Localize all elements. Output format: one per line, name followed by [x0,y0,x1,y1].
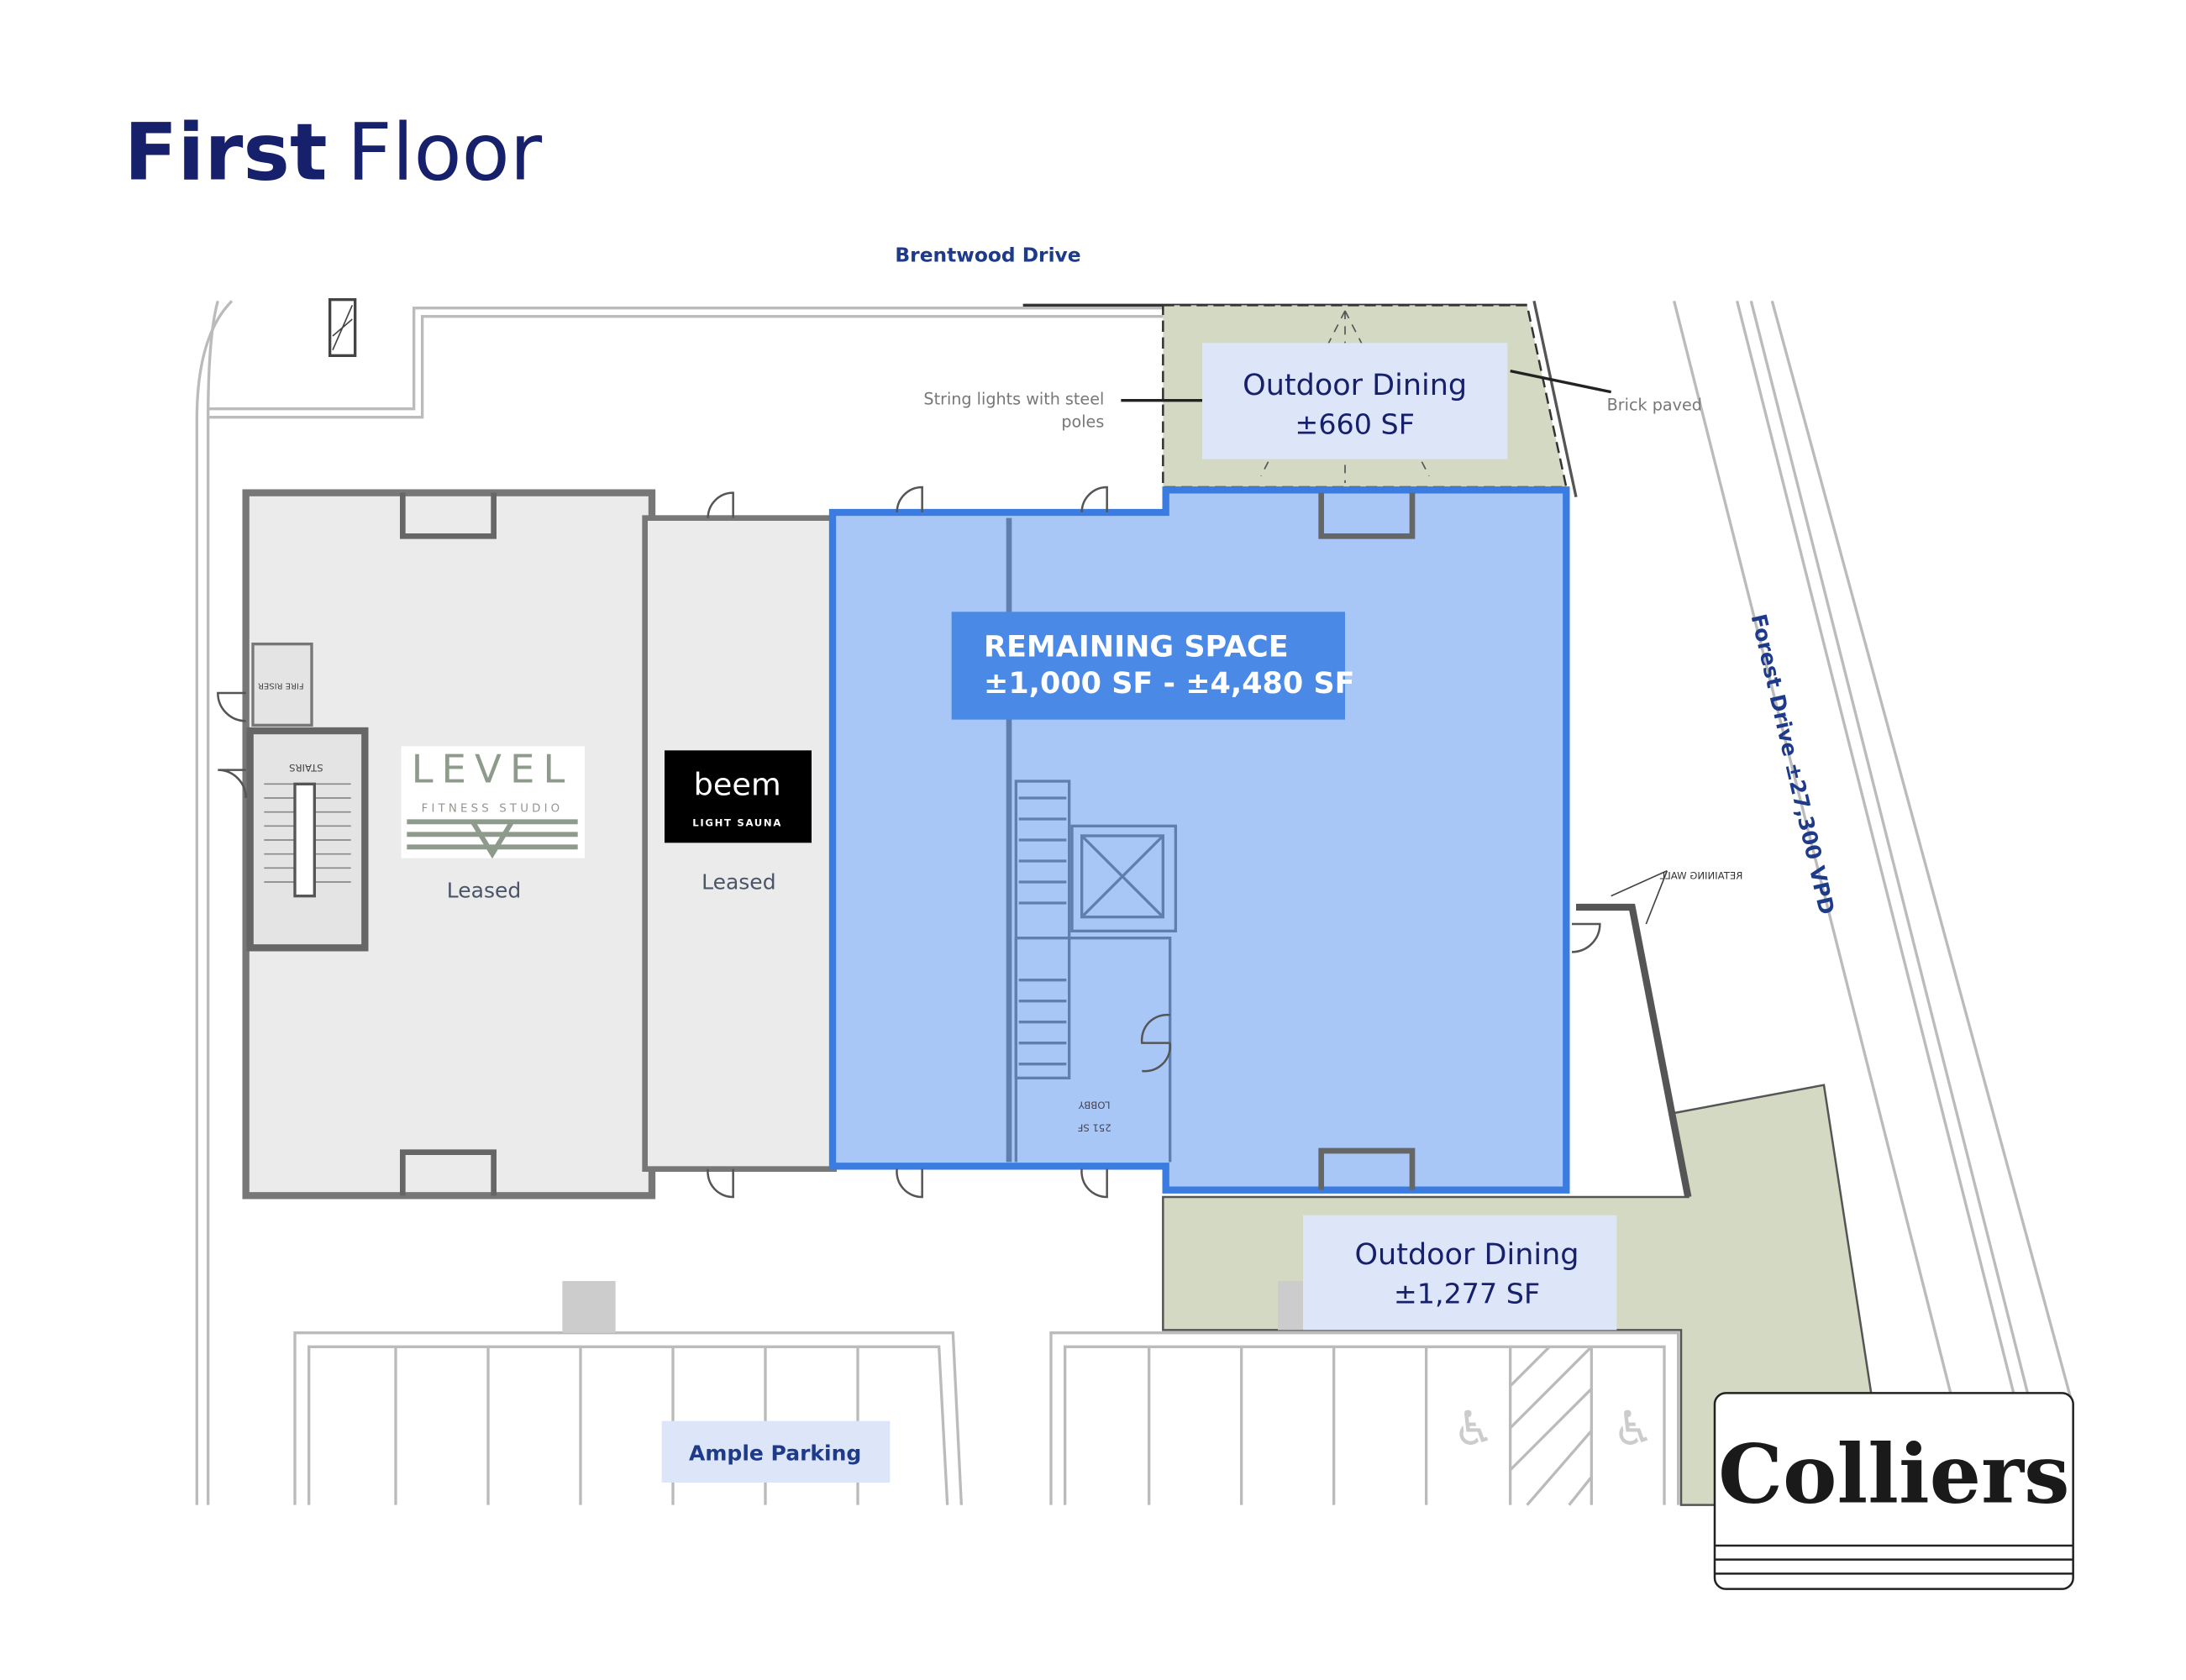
stairs-label: STAIRS [289,762,323,774]
vestibules [400,492,1416,1196]
colliers-logo: Colliers [1713,1392,2074,1590]
string-lights-note-2: poles [1061,412,1104,431]
parking-lot [293,1331,1680,1506]
outdoor-dining-south-area-text: ±1,277 SF [1394,1278,1540,1310]
accessible-parking-icon: ♿ [1453,1401,1495,1457]
ample-parking-text: Ample Parking [689,1441,861,1465]
outdoor-dining-south-title: Outdoor Dining [1355,1238,1579,1272]
leader-line [1510,370,1612,394]
leader-line [1611,869,1668,925]
outdoor-dining-north-label [1202,343,1508,459]
beem-logo-name: beem [694,767,781,803]
hatch [332,304,354,351]
lobby-sf: 251 SF [1077,1121,1111,1133]
level-logo-subtitle: FITNESS STUDIO [422,803,564,816]
column [562,1281,616,1333]
outdoor-dining-north-area-text: ±660 SF [1295,408,1414,441]
brick-paved-note: Brick paved [1607,395,1702,414]
string-lights-note: String lights with steel [923,390,1104,409]
riser-room [251,643,313,727]
beem-suite [642,515,838,1172]
street-label-north: Brentwood Drive [895,244,1080,267]
colliers-wordmark: Colliers [1718,1425,2069,1521]
door-swings [217,486,1601,1199]
remaining-space-size: ±1,000 SF - ±4,480 SF [984,667,1355,701]
remaining-space-label [951,612,1345,720]
lobby-label: LOBBY [1078,1100,1111,1111]
level-logo-name: LEVEL [412,748,574,793]
beem-status: Leased [702,869,775,894]
level-logo [401,746,585,858]
ample-parking-label [661,1420,891,1483]
remaining-space-area[interactable] [828,486,1570,1194]
outdoor-dining-north-title: Outdoor Dining [1243,369,1467,402]
outdoor-dining-south-label [1303,1215,1617,1331]
street-label-east: Forest Drive ±27,300 VPD [1746,612,1839,916]
retaining-wall-note: RETAINING WALL [1659,870,1742,882]
beem-logo-subtitle: LIGHT SAUNA [692,816,782,828]
beem-logo [665,750,812,843]
level-logo-mark [407,819,578,859]
remaining-space-title: REMAINING SPACE [984,631,1289,664]
column [1278,1281,1303,1331]
retaining-wall [1576,903,1692,1198]
stair-core [293,782,317,898]
accessible-parking-icon: ♿ [1612,1401,1655,1457]
level-status: Leased [447,878,521,902]
riser-label: FIRE RISER [258,680,304,690]
